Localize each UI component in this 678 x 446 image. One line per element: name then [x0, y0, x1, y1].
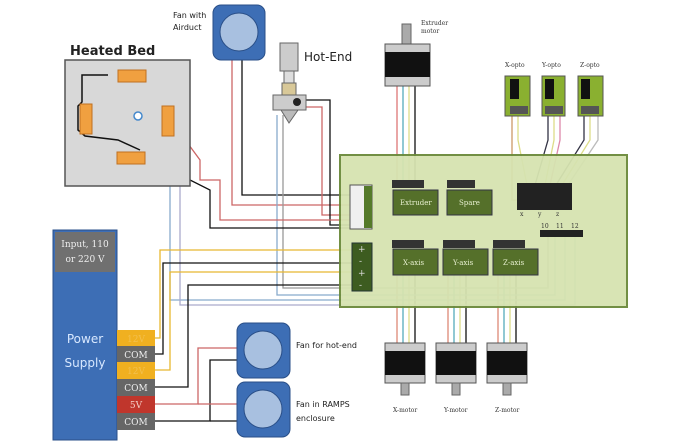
svg-text:COM: COM	[124, 384, 147, 394]
svg-text:12: 12	[571, 223, 579, 230]
heated-bed: Heated Bed	[64, 44, 191, 187]
svg-text:Fan in RAMPS: Fan in RAMPS	[296, 400, 350, 409]
svg-text:Y-motor: Y-motor	[443, 407, 468, 414]
svg-text:Spare: Spare	[459, 199, 480, 207]
svg-text:10: 10	[541, 223, 549, 230]
svg-text:Y-opto: Y-opto	[541, 62, 561, 69]
svg-text:Z-opto: Z-opto	[580, 62, 600, 69]
power-terminal	[351, 242, 373, 292]
svg-text:Z-axis: Z-axis	[503, 259, 525, 267]
fan-ramps: Fan in RAMPS enclosure	[236, 381, 350, 438]
heater-resistor	[161, 105, 175, 137]
svg-text:Fan for hot-end: Fan for hot-end	[296, 341, 357, 350]
svg-text:X-opto: X-opto	[505, 62, 525, 69]
x-opto: X-opto	[504, 62, 531, 117]
svg-text:-: -	[359, 257, 362, 267]
fan-hotend: Fan for hot-end	[236, 322, 357, 379]
fan-airduct: Fan with Airduct	[173, 4, 266, 61]
svg-text:or 220 V: or 220 V	[65, 255, 105, 265]
z-axis-driver	[492, 248, 539, 276]
svg-text:+: +	[358, 245, 366, 255]
svg-text:motor: motor	[421, 28, 439, 35]
extruder-driver	[392, 189, 439, 216]
svg-text:+: +	[358, 269, 366, 279]
svg-text:12V: 12V	[127, 335, 145, 345]
svg-text:Y-axis: Y-axis	[452, 259, 474, 267]
svg-text:COM: COM	[124, 351, 147, 361]
hot-end: Hot-End	[272, 42, 352, 124]
svg-text:z: z	[556, 211, 559, 218]
terminal-5v	[117, 396, 155, 413]
heater-resistor	[117, 69, 147, 83]
svg-text:-: -	[359, 281, 362, 291]
power-supply: Input, 110 or 220 V Power Supply 12V COM…	[52, 229, 155, 441]
y-opto: Y-opto	[541, 62, 566, 117]
y-axis-driver	[442, 248, 489, 276]
terminal-com	[117, 379, 155, 396]
svg-text:Power: Power	[67, 332, 103, 346]
svg-text:5V: 5V	[130, 401, 143, 411]
thermistor-icon	[133, 111, 143, 121]
endstop-header	[517, 183, 572, 210]
heater-resistor	[116, 151, 146, 165]
svg-text:Input, 110: Input, 110	[61, 240, 109, 250]
svg-text:Fan with: Fan with	[173, 11, 206, 20]
svg-text:Z-motor: Z-motor	[495, 407, 520, 414]
svg-text:X-motor: X-motor	[393, 407, 417, 414]
svg-text:Airduct: Airduct	[173, 23, 202, 32]
z-motor: Z-motor	[486, 342, 528, 414]
svg-text:Extruder: Extruder	[421, 20, 448, 27]
svg-text:COM: COM	[124, 418, 147, 428]
svg-text:x: x	[520, 211, 524, 218]
svg-text:Hot-End: Hot-End	[304, 50, 352, 64]
x-motor: X-motor	[384, 342, 426, 414]
terminal-12v	[117, 362, 155, 379]
x-axis-driver	[392, 248, 439, 276]
terminal-com	[117, 413, 155, 430]
svg-text:y: y	[537, 211, 542, 218]
terminal-com	[117, 346, 155, 362]
terminal-12v	[117, 330, 155, 346]
svg-text:12V: 12V	[127, 367, 145, 377]
spare-driver	[446, 189, 493, 216]
svg-text:11: 11	[556, 223, 564, 230]
ramps-board: + - + - Extruder Spare x y z 10 11 12 X-…	[339, 154, 628, 308]
svg-text:Supply: Supply	[65, 356, 106, 370]
svg-text:enclosure: enclosure	[296, 414, 335, 423]
heated-bed-label: Heated Bed	[70, 44, 155, 59]
svg-text:Extruder: Extruder	[400, 199, 432, 207]
svg-text:X-axis: X-axis	[403, 259, 424, 267]
z-opto: Z-opto	[577, 62, 604, 117]
heater-resistor	[79, 103, 93, 135]
extruder-motor: Extruder motor	[384, 20, 448, 87]
y-motor: Y-motor	[435, 342, 477, 414]
